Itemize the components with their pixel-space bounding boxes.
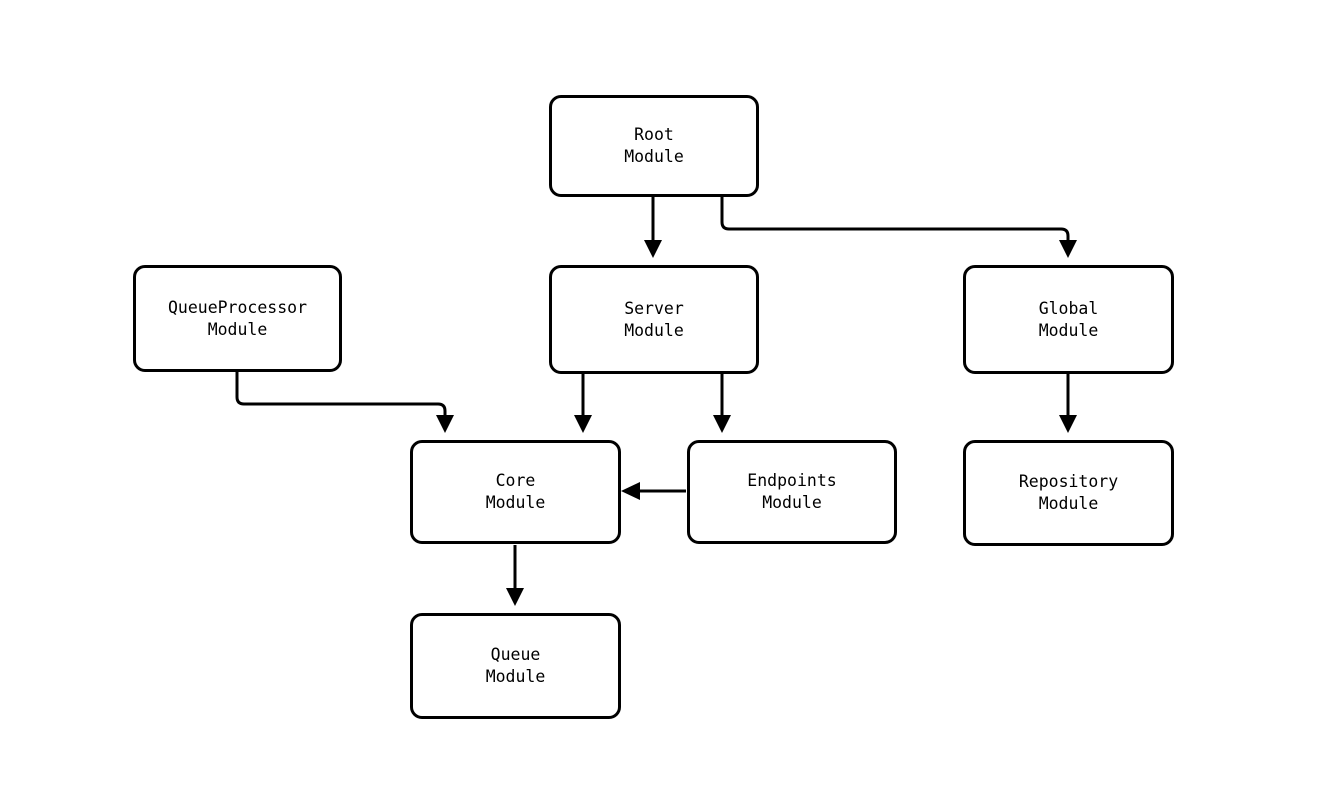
node-server-module[interactable]: Server Module <box>549 265 759 374</box>
node-label-line1: QueueProcessor <box>167 297 308 317</box>
node-label-line1: Endpoints <box>747 471 837 490</box>
node-label-line2: Module <box>207 319 268 339</box>
node-label-line2: Module <box>624 147 684 166</box>
edge-root-to-global <box>720 197 1077 258</box>
node-label-line1: Root <box>634 125 674 144</box>
node-label-line1: Global <box>1038 298 1099 318</box>
node-label-line1: Core <box>495 471 536 490</box>
node-endpoints-module[interactable]: Endpoints Module <box>687 440 897 544</box>
node-label-line2: Module <box>762 493 822 512</box>
node-label-line1: Repository <box>1018 472 1119 491</box>
node-label-line2: Module <box>624 320 684 340</box>
node-core-module[interactable]: Core Module <box>410 440 621 544</box>
node-label-line1: Server <box>624 298 684 318</box>
node-label-line2: Module <box>485 493 546 512</box>
edge-server-to-endpoints <box>713 374 731 433</box>
edge-server-to-core <box>574 374 592 433</box>
edge-endpoints-to-core <box>621 482 686 500</box>
edge-global-to-repository <box>1059 374 1077 433</box>
node-queue-module[interactable]: Queue Module <box>410 613 621 719</box>
node-root-module[interactable]: Root Module <box>549 95 759 197</box>
node-label-line2: Module <box>1038 494 1099 513</box>
node-label-line2: Module <box>485 667 546 686</box>
edge-core-to-queue <box>506 545 524 606</box>
node-global-module[interactable]: Global Module <box>963 265 1174 374</box>
edge-queueprocessor-to-core <box>235 372 454 433</box>
edge-root-to-server <box>644 197 662 258</box>
node-label-line1: Queue <box>490 645 541 664</box>
node-queueprocessor-module[interactable]: QueueProcessor Module <box>133 265 342 372</box>
node-label-line2: Module <box>1038 320 1099 340</box>
node-repository-module[interactable]: Repository Module <box>963 440 1174 546</box>
